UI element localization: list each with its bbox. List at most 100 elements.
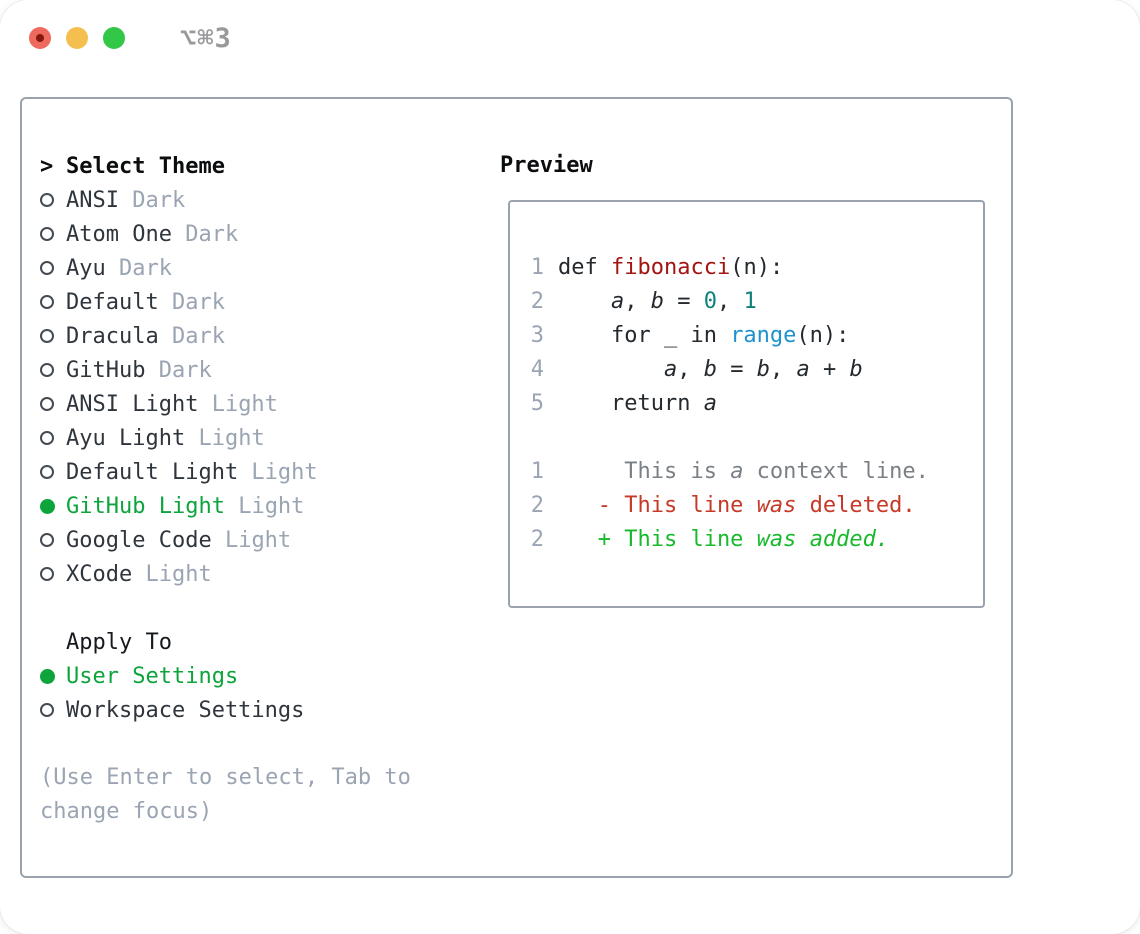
code-token: a [703, 391, 717, 416]
code-token: + This line [558, 527, 757, 552]
code-line: 4 a, b = b, a + b [510, 353, 983, 387]
code-line [510, 421, 983, 455]
window-title: ⌥⌘3 [180, 22, 232, 54]
option-label: Ayu Light [66, 425, 186, 451]
code-token: deleted. [796, 493, 916, 518]
theme-option-default-light[interactable]: Default Light Light [40, 455, 480, 489]
theme-option-xcode[interactable]: XCode Light [40, 557, 480, 591]
code-token: range [730, 323, 797, 348]
option-variant-badge: Dark [145, 357, 212, 383]
radio-unselected-icon [40, 295, 66, 309]
theme-option-atom-one[interactable]: Atom One Dark [40, 217, 480, 251]
apply-to-header: Apply To [40, 625, 480, 659]
code-line: 2 + This line was added. [510, 523, 983, 557]
code-token: (n): [730, 255, 784, 280]
code-line: 1 This is a context line. [510, 455, 983, 489]
code-line: 5 return a [510, 387, 983, 421]
close-traffic-light[interactable] [29, 27, 51, 49]
option-variant-badge: Dark [105, 255, 172, 281]
line-number: 2 [530, 527, 544, 552]
code-token: return [558, 391, 704, 416]
code-token: fibonacci [610, 255, 731, 280]
option-label: Google Code [66, 527, 212, 553]
code-token: This is [558, 459, 731, 484]
option-label: Ayu [66, 255, 106, 281]
line-number: 5 [530, 391, 544, 416]
theme-option-google-code[interactable]: Google Code Light [40, 523, 480, 557]
radio-unselected-icon [40, 329, 66, 343]
radio-unselected-icon [40, 533, 66, 547]
code-token: was [756, 493, 797, 518]
code-token: a [796, 357, 810, 382]
option-label: ANSI Light [66, 391, 199, 417]
code-token: (n): [796, 323, 850, 348]
spacer [40, 727, 480, 761]
code-token: b [756, 357, 770, 382]
radio-selected-icon [40, 668, 66, 684]
option-variant-badge: Light [185, 425, 265, 451]
apply-option-user-settings[interactable]: User Settings [40, 659, 480, 693]
code-token: , [677, 357, 704, 382]
select-theme-title: Select Theme [66, 153, 225, 179]
code-token [796, 527, 809, 552]
option-label: User Settings [66, 663, 239, 689]
code-token: - This line [558, 493, 757, 518]
radio-unselected-icon [40, 397, 66, 411]
radio-unselected-icon [40, 261, 66, 275]
minimize-traffic-light[interactable] [66, 27, 88, 49]
option-label: ANSI [66, 187, 119, 213]
code-token: b [849, 357, 863, 382]
line-number: 2 [530, 289, 544, 314]
code-token: b [650, 289, 664, 314]
option-variant-badge: Light [224, 493, 305, 519]
code-token: + [809, 357, 850, 382]
apply-to-title: Apply To [66, 629, 172, 655]
option-label: Dracula [66, 323, 159, 349]
code-token: , [624, 289, 651, 314]
radio-unselected-icon [40, 431, 66, 445]
option-variant-badge: Light [211, 527, 292, 553]
line-number: 4 [530, 357, 544, 382]
code-token: , [769, 357, 797, 382]
apply-option-workspace-settings[interactable]: Workspace Settings [40, 693, 480, 727]
keyboard-hint-line-2: change focus) [40, 799, 213, 824]
select-theme-header: > Select Theme [40, 149, 480, 183]
option-variant-badge: Dark [118, 187, 186, 213]
theme-option-ansi[interactable]: ANSI Dark [40, 183, 480, 217]
theme-option-github[interactable]: GitHub Dark [40, 353, 480, 387]
code-line: 3 for _ in range(n): [510, 319, 983, 353]
code-token: b [703, 357, 717, 382]
cursor-chevron-icon: > [40, 153, 54, 179]
option-variant-badge: Dark [171, 221, 239, 247]
code-token: = [663, 289, 704, 314]
code-token: = [716, 357, 757, 382]
theme-option-ayu-light[interactable]: Ayu Light Light [40, 421, 480, 455]
line-number: 2 [530, 493, 544, 518]
theme-option-github-light[interactable]: GitHub Light Light [40, 489, 480, 523]
option-label: GitHub Light [66, 493, 225, 519]
option-label: Atom One [66, 221, 172, 247]
option-variant-badge: Light [132, 561, 212, 587]
code-token: a [663, 357, 678, 382]
radio-unselected-icon [40, 703, 66, 717]
code-token [558, 289, 611, 314]
theme-option-dracula[interactable]: Dracula Dark [40, 319, 480, 353]
code-token: a [730, 459, 744, 484]
radio-unselected-icon [40, 465, 66, 479]
preview-title: Preview [500, 153, 593, 178]
code-token: , [716, 289, 744, 314]
code-token: was [756, 527, 797, 552]
theme-option-ansi-light[interactable]: ANSI Light Light [40, 387, 480, 421]
code-token: context line. [743, 459, 929, 484]
zoom-traffic-light[interactable] [103, 27, 125, 49]
radio-selected-icon [40, 498, 66, 514]
theme-option-ayu[interactable]: Ayu Dark [40, 251, 480, 285]
option-variant-badge: Light [238, 459, 318, 485]
option-variant-badge: Dark [158, 289, 225, 315]
theme-option-default[interactable]: Default Dark [40, 285, 480, 319]
